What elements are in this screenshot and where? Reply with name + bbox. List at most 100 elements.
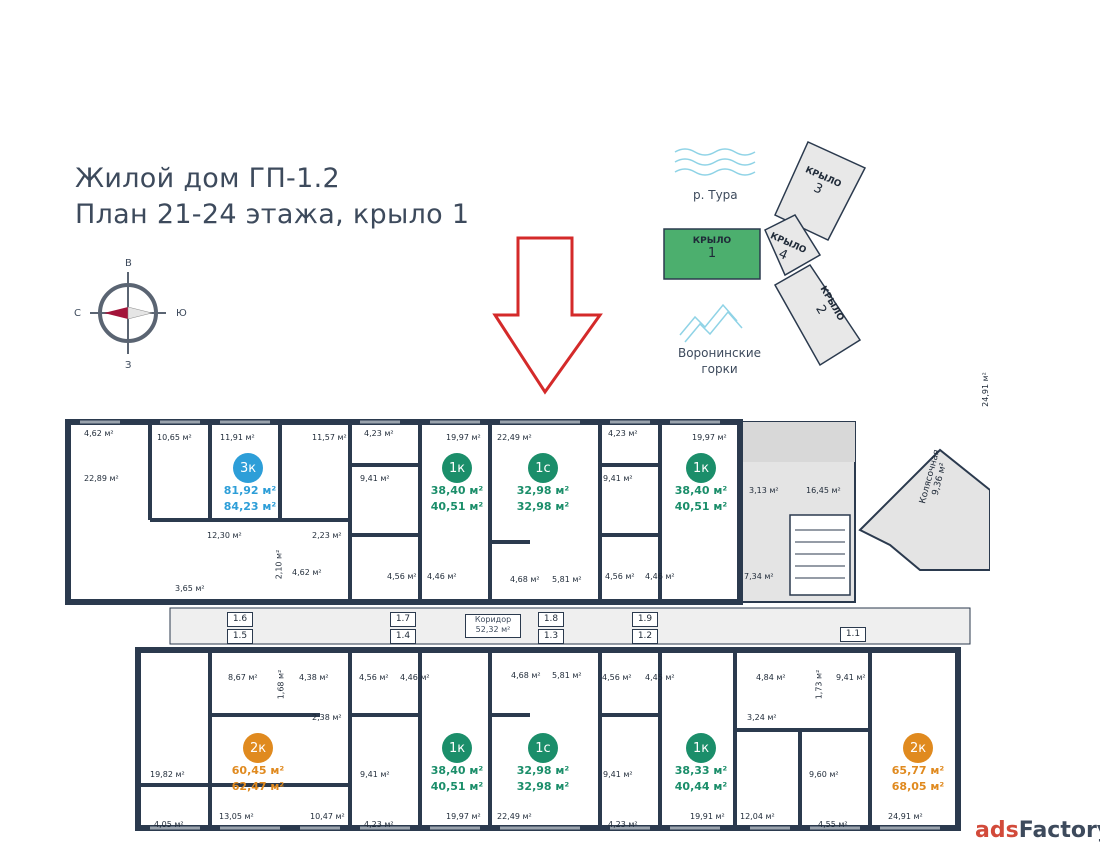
room-area: 3,24 м² bbox=[747, 713, 777, 722]
room-area: 11,57 м² bbox=[312, 433, 347, 442]
room-area: 4,56 м² bbox=[605, 572, 635, 581]
room-area: 19,97 м² bbox=[446, 433, 481, 442]
room-area: 22,49 м² bbox=[497, 433, 532, 442]
apartment-area-total: 38,40 м² bbox=[674, 484, 728, 497]
room-area: 1,68 м² bbox=[276, 669, 286, 700]
room-area: 19,82 м² bbox=[150, 770, 185, 779]
section-mark: 1.2 bbox=[632, 629, 658, 644]
corridor-name: Коридор bbox=[474, 615, 512, 624]
room-area: 4,84 м² bbox=[756, 673, 786, 682]
room-area: 8,67 м² bbox=[228, 673, 258, 682]
room-area: 16,45 м² bbox=[806, 486, 841, 495]
apartment-badge-1s[interactable]: 1с bbox=[528, 453, 558, 483]
room-area: 13,05 м² bbox=[219, 812, 254, 821]
compass-north: В bbox=[125, 258, 132, 269]
room-area: 4,62 м² bbox=[292, 568, 322, 577]
room-area: 5,81 м² bbox=[552, 575, 582, 584]
room-area: 3,13 м² bbox=[749, 486, 779, 495]
corridor-area: 52,32 м² bbox=[475, 625, 511, 634]
room-area: 2,10 м² bbox=[274, 549, 284, 580]
apartment-area-full: 84,23 м² bbox=[223, 500, 277, 513]
room-area: 4,45 м² bbox=[645, 673, 675, 682]
apartment-badge-3k[interactable]: 3к bbox=[233, 453, 263, 483]
apartment-area-full: 40,44 м² bbox=[674, 780, 728, 793]
apartment-area-full: 40,51 м² bbox=[674, 500, 728, 513]
apartment-area-full: 62,47 м² bbox=[231, 780, 285, 793]
room-area: 4,46 м² bbox=[645, 572, 675, 581]
site-scheme bbox=[663, 141, 867, 367]
apartment-area-total: 65,77 м² bbox=[891, 764, 945, 777]
hills-label: Воронинские горки bbox=[672, 345, 767, 377]
room-area: 4,23 м² bbox=[608, 429, 638, 438]
section-mark: 1.9 bbox=[632, 612, 658, 627]
apartment-badge-1k[interactable]: 1к bbox=[686, 453, 716, 483]
room-area: 9,60 м² bbox=[809, 770, 839, 779]
room-area: 4,46 м² bbox=[400, 673, 430, 682]
room-area: 22,89 м² bbox=[84, 474, 119, 483]
room-area: 22,49 м² bbox=[497, 812, 532, 821]
apartment-area-total: 38,40 м² bbox=[430, 484, 484, 497]
apartment-badge-1k[interactable]: 1к bbox=[686, 733, 716, 763]
room-area: 4,56 м² bbox=[602, 673, 632, 682]
hills-label-line1: Воронинские bbox=[677, 346, 762, 360]
apartment-badge-1s[interactable]: 1с bbox=[528, 733, 558, 763]
compass-west: С bbox=[74, 308, 81, 319]
watermark-part1: ads bbox=[975, 818, 1019, 843]
compass-south: З bbox=[125, 360, 132, 371]
room-area: 9,41 м² bbox=[836, 673, 866, 682]
hills-label-line2: горки bbox=[701, 362, 738, 376]
room-area: 11,91 м² bbox=[220, 433, 255, 442]
river-label: р. Тура bbox=[693, 188, 738, 202]
wing-1-word: КРЫЛО bbox=[692, 236, 732, 246]
room-area: 9,41 м² bbox=[360, 770, 390, 779]
apartment-badge-1k[interactable]: 1к bbox=[442, 733, 472, 763]
room-area: 24,91 м² bbox=[980, 372, 990, 407]
room-area: 4,55 м² bbox=[818, 820, 848, 829]
room-area: 4,05 м² bbox=[154, 820, 184, 829]
room-area: 4,23 м² bbox=[608, 820, 638, 829]
room-area: 12,04 м² bbox=[740, 812, 775, 821]
apartment-area-full: 68,05 м² bbox=[891, 780, 945, 793]
apartment-area-full: 40,51 м² bbox=[430, 780, 484, 793]
apartment-area-total: 81,92 м² bbox=[223, 484, 277, 497]
room-area: 4,38 м² bbox=[299, 673, 329, 682]
section-mark: 1.7 bbox=[390, 612, 416, 627]
apartment-badge-1k[interactable]: 1к bbox=[442, 453, 472, 483]
room-area: 19,97 м² bbox=[692, 433, 727, 442]
apartment-area-total: 60,45 м² bbox=[231, 764, 285, 777]
corridor-label: Коридор 52,32 м² bbox=[465, 614, 521, 638]
section-mark: 1.8 bbox=[538, 612, 564, 627]
page-title: Жилой дом ГП-1.2 bbox=[75, 163, 340, 194]
down-arrow-icon bbox=[492, 236, 603, 395]
wing-1-number: 1 bbox=[707, 246, 717, 261]
apartment-area-total: 38,33 м² bbox=[674, 764, 728, 777]
apartment-area-total: 38,40 м² bbox=[430, 764, 484, 777]
apartment-area-full: 32,98 м² bbox=[516, 500, 570, 513]
apartment-area-full: 32,98 м² bbox=[516, 780, 570, 793]
room-area: 19,97 м² bbox=[446, 812, 481, 821]
room-area: 4,68 м² bbox=[511, 671, 541, 680]
room-area: 4,62 м² bbox=[84, 429, 114, 438]
room-area: 10,47 м² bbox=[310, 812, 345, 821]
room-area: 2,23 м² bbox=[312, 531, 342, 540]
room-area: 4,68 м² bbox=[510, 575, 540, 584]
room-area: 4,56 м² bbox=[387, 572, 417, 581]
room-area: 1,73 м² bbox=[814, 669, 824, 700]
room-area: 9,41 м² bbox=[603, 474, 633, 483]
compass: В З bbox=[90, 258, 170, 371]
section-mark: 1.3 bbox=[538, 629, 564, 644]
apartment-area-total: 32,98 м² bbox=[516, 484, 570, 497]
page-subtitle: План 21-24 этажа, крыло 1 bbox=[75, 199, 470, 230]
section-mark: 1.4 bbox=[390, 629, 416, 644]
room-area: 24,91 м² bbox=[888, 812, 923, 821]
room-area: 4,23 м² bbox=[364, 820, 394, 829]
apartment-badge-2k[interactable]: 2к bbox=[903, 733, 933, 763]
room-area: 7,34 м² bbox=[744, 572, 774, 581]
room-area: 9,41 м² bbox=[603, 770, 633, 779]
watermark-logo: adsFactory bbox=[975, 818, 1100, 843]
apartment-area-full: 40,51 м² bbox=[430, 500, 484, 513]
room-area: 4,23 м² bbox=[364, 429, 394, 438]
room-area: 4,56 м² bbox=[359, 673, 389, 682]
apartment-badge-2k[interactable]: 2к bbox=[243, 733, 273, 763]
wing-1-label[interactable]: КРЫЛО 1 bbox=[664, 236, 760, 261]
